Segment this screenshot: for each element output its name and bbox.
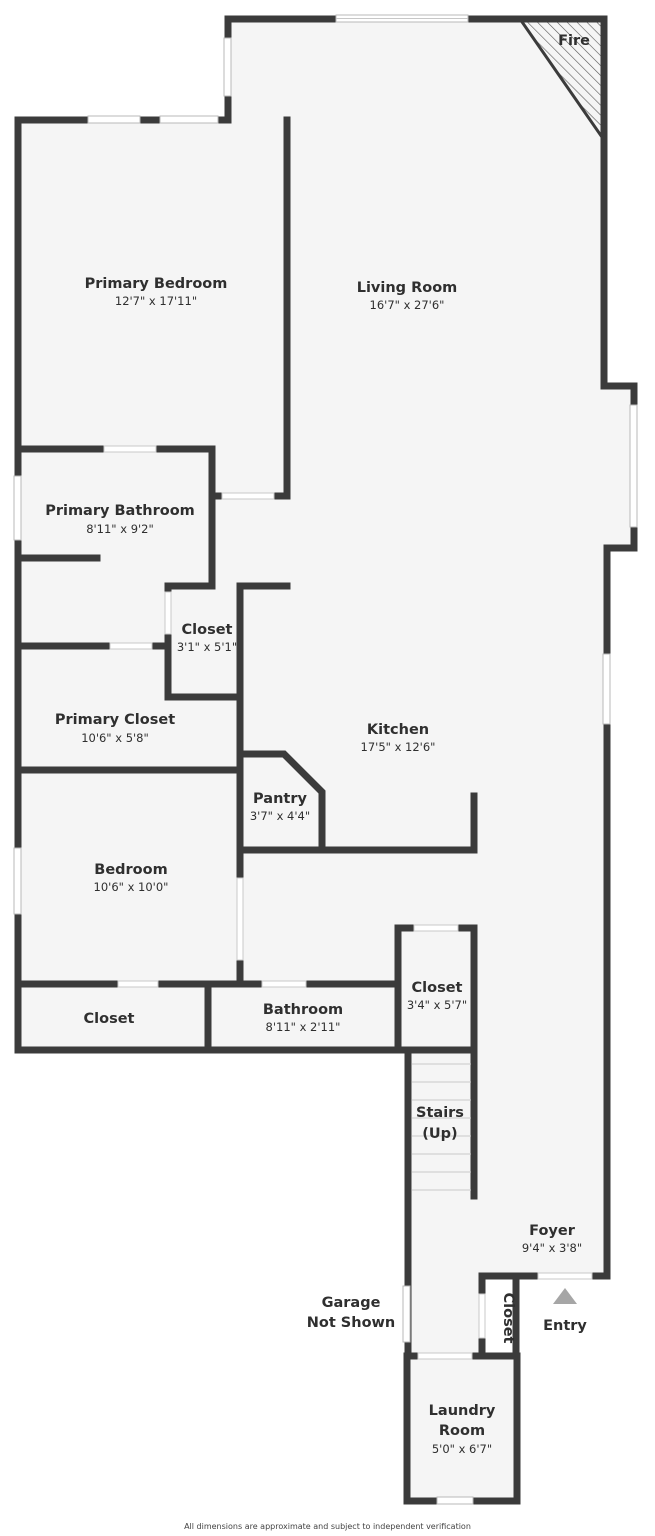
kitchen-name: Kitchen bbox=[367, 722, 429, 738]
laundry-dim: 5'0" x 6'7" bbox=[432, 1442, 492, 1456]
closet-small-dim: 3'1" x 5'1" bbox=[177, 640, 237, 654]
primary-bathroom-name: Primary Bathroom bbox=[45, 503, 195, 519]
stairs-treads bbox=[412, 1063, 471, 1191]
garage-label-line2: Not Shown bbox=[307, 1315, 396, 1331]
foyer-dim: 9'4" x 3'8" bbox=[522, 1241, 582, 1255]
foyer-name: Foyer bbox=[529, 1223, 576, 1239]
stairs-label-line2: (Up) bbox=[422, 1126, 457, 1142]
laundry-label-line2: Room bbox=[439, 1423, 485, 1439]
bedroom-name: Bedroom bbox=[94, 862, 167, 878]
pantry-name: Pantry bbox=[253, 791, 307, 807]
primary-bedroom-dim: 12'7" x 17'11" bbox=[115, 294, 197, 308]
entry-label: Entry bbox=[543, 1318, 587, 1334]
primary-closet-dim: 10'6" x 5'8" bbox=[81, 731, 149, 745]
floor-fill bbox=[18, 19, 634, 1501]
garage-label-line1: Garage bbox=[322, 1295, 381, 1311]
primary-closet-name: Primary Closet bbox=[55, 712, 175, 728]
bathroom-name: Bathroom bbox=[263, 1002, 343, 1018]
living-room-dim: 16'7" x 27'6" bbox=[370, 298, 445, 312]
door-openings bbox=[103, 445, 593, 1360]
bedroom-dim: 10'6" x 10'0" bbox=[94, 880, 169, 894]
disclaimer-footer: All dimensions are approximate and subje… bbox=[184, 1522, 471, 1531]
living-room-name: Living Room bbox=[357, 280, 458, 296]
closet-small-name: Closet bbox=[182, 622, 233, 638]
pantry-dim: 3'7" x 4'4" bbox=[250, 809, 310, 823]
closet-hall-name: Closet bbox=[84, 1011, 135, 1027]
closet-stairs-name: Closet bbox=[412, 980, 463, 996]
laundry-label-line1: Laundry bbox=[429, 1403, 496, 1419]
entry-arrow-icon bbox=[553, 1288, 577, 1304]
windows bbox=[13, 14, 638, 1505]
closet-stairs-dim: 3'4" x 5'7" bbox=[407, 998, 467, 1012]
primary-bedroom-name: Primary Bedroom bbox=[85, 276, 228, 292]
kitchen-dim: 17'5" x 12'6" bbox=[361, 740, 436, 754]
primary-bathroom-dim: 8'11" x 9'2" bbox=[86, 522, 154, 536]
bathroom-dim: 8'11" x 2'11" bbox=[266, 1020, 341, 1034]
fire-label: Fire bbox=[558, 33, 590, 49]
stairs-label-line1: Stairs bbox=[416, 1105, 464, 1121]
closet-foyer-name: Closet bbox=[500, 1293, 516, 1344]
